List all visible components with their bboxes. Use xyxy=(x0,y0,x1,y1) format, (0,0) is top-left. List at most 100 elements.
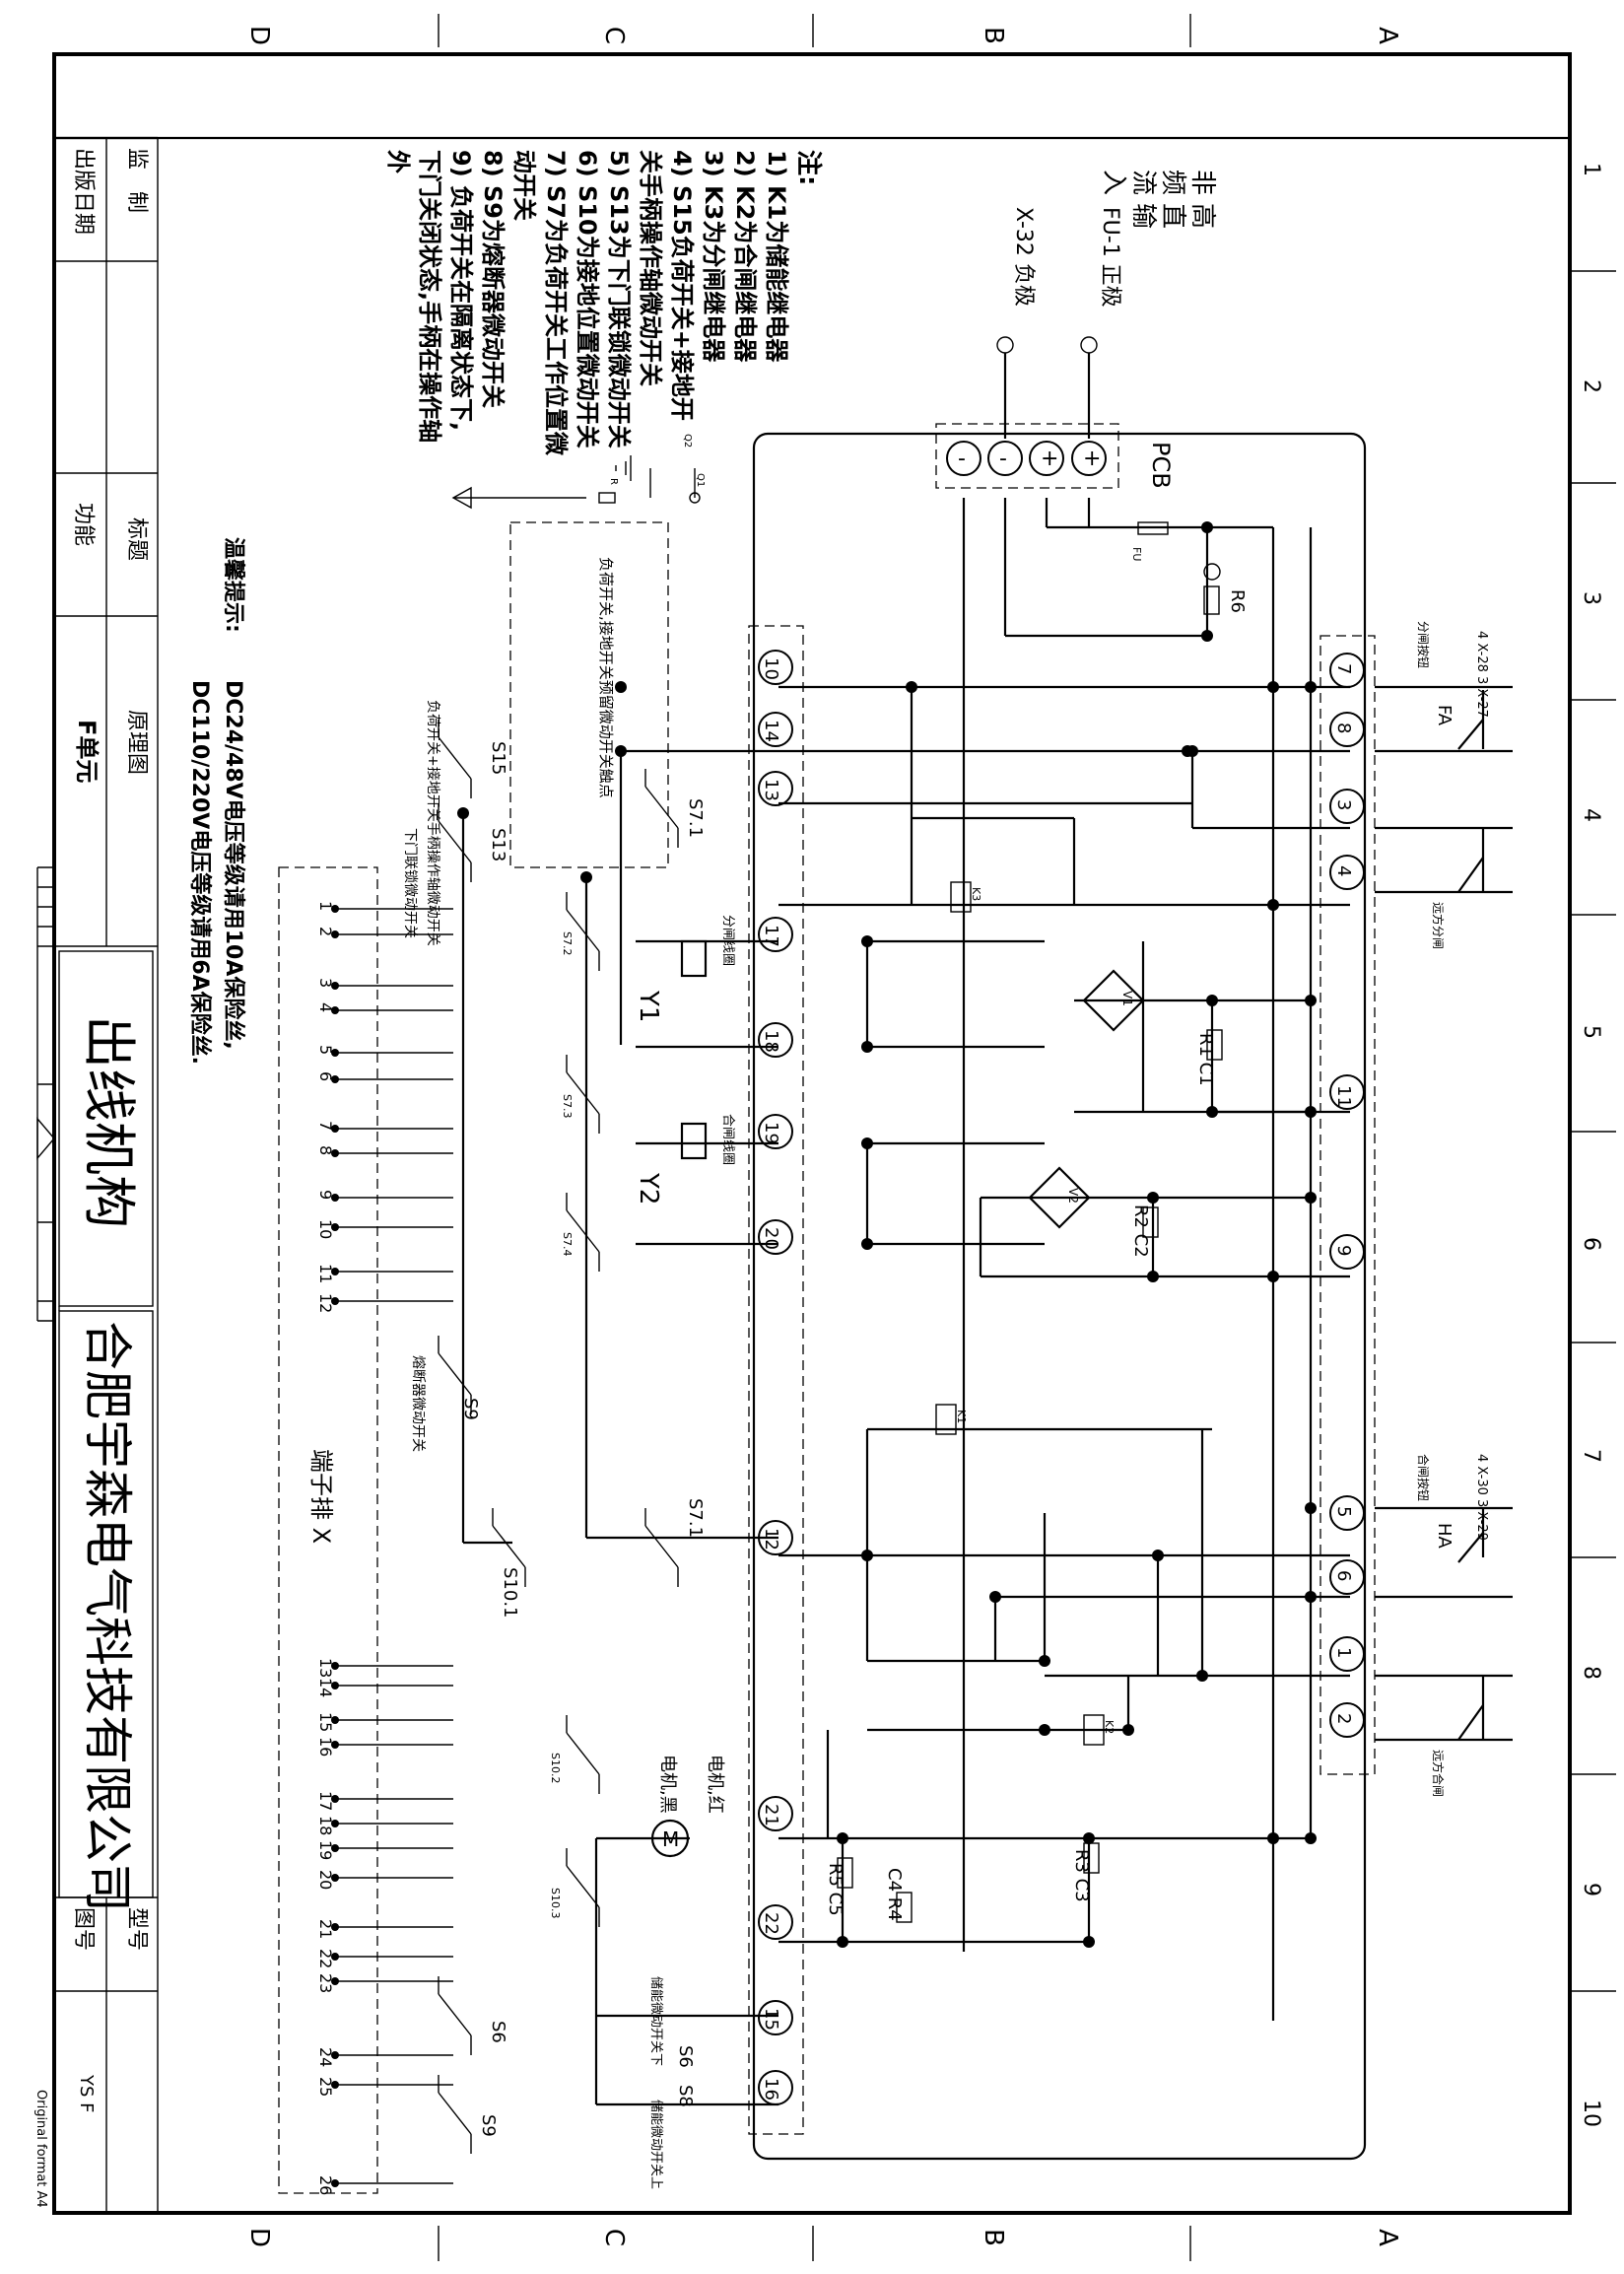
note-item-9: 8) S9为熔断器微动开关 xyxy=(479,150,507,408)
strip-terminal-label-22: 22 xyxy=(316,1949,335,1968)
strip-terminal-label-11: 11 xyxy=(316,1264,335,1283)
strip-terminal-label-23: 23 xyxy=(316,1973,335,1993)
inner-terminal-19: 19 xyxy=(758,1114,793,1149)
junction-dot xyxy=(861,935,873,947)
input-col-0: 非高 xyxy=(1187,170,1217,237)
zone-right-7: 7 xyxy=(1579,1449,1603,1463)
inner-terminal-label-15: 15 xyxy=(761,2008,781,2031)
note-item-1: 2) K2为合闸继电器 xyxy=(731,150,759,363)
junction-dots xyxy=(457,521,1317,1948)
junction-dot xyxy=(989,1591,1001,1603)
motor-symbol: M xyxy=(662,1827,679,1851)
r5-resistor xyxy=(837,1857,853,1889)
strip-terminal-label-25: 25 xyxy=(316,2077,335,2097)
s9b-label: S9 xyxy=(478,2114,499,2137)
pcb-pin-sign-1: - xyxy=(999,447,1007,471)
k2-label: K2 xyxy=(1103,1720,1116,1734)
title-label: 标题 xyxy=(124,517,149,561)
remote-close-label: 远方合闸 xyxy=(1431,1750,1446,1797)
motor-red-label: 电机,红 xyxy=(705,1755,725,1814)
note-item-6: 6) S10为接地位置微动开关 xyxy=(574,150,601,448)
junction-dot xyxy=(1206,1106,1218,1118)
outer-terminal-4: 4 xyxy=(1329,855,1365,890)
strip-terminal-1: 1 xyxy=(316,901,453,913)
junction-dot xyxy=(1039,1655,1050,1667)
strip-terminal-label-19: 19 xyxy=(316,1840,335,1860)
k3-label: K3 xyxy=(970,887,982,901)
q2-label: Q2 xyxy=(682,434,693,448)
r4-resistor xyxy=(896,1892,913,1923)
remote-close-symbol xyxy=(1375,685,1513,1742)
zone-bottom-b: B xyxy=(979,2229,1008,2246)
pcb-pin-sign-2: + xyxy=(1041,447,1058,471)
format-label: Original format A4 xyxy=(34,2090,48,2208)
note-item-8: 动开关 xyxy=(510,150,538,221)
outer-terminal-column xyxy=(1320,635,1376,1775)
strip-terminal-label-12: 12 xyxy=(316,1293,335,1313)
lamp-icon xyxy=(1203,563,1221,581)
zone-right-8: 8 xyxy=(1579,1666,1603,1680)
warning-title: 温馨提示: xyxy=(221,537,246,633)
r5c5-label: R5 C5 xyxy=(825,1863,846,1916)
strip-terminal-label-7: 7 xyxy=(316,1121,335,1131)
s8-label: S8 xyxy=(675,2085,696,2107)
strip-terminal-11: 11 xyxy=(316,1264,453,1283)
s6b-label: S6 xyxy=(675,2045,696,2068)
store-up-label: 储能微动开关上 xyxy=(648,2100,663,2189)
pcb-pin-2: + xyxy=(1029,441,1064,476)
junction-dot xyxy=(1182,745,1193,757)
strip-terminal-5: 5 xyxy=(316,1045,453,1057)
mechanism-title: 出线机构 xyxy=(78,1015,140,1228)
strip-terminal-4: 4 xyxy=(316,1002,453,1014)
junction-dot xyxy=(861,1041,873,1053)
drawing-kind: 原理图 xyxy=(124,710,149,775)
outer-terminal-2: 2 xyxy=(1329,1702,1365,1738)
outer-terminal-8: 8 xyxy=(1329,712,1365,747)
note-item-2: 3) K3为分闸继电器 xyxy=(700,150,727,363)
close-coil-label: 合闸线圈 xyxy=(720,1114,735,1165)
zone-bottom-d: D xyxy=(244,2228,274,2247)
plus-label: FU-1 正极 xyxy=(1098,207,1122,308)
strip-terminal-label-4: 4 xyxy=(316,1002,335,1012)
switch-contact-5 xyxy=(438,1336,472,1414)
note-item-0: 1) K1为储能继电器 xyxy=(763,150,790,363)
outer-terminal-label-7: 7 xyxy=(1333,663,1354,674)
outer-terminal-label-1: 1 xyxy=(1333,1647,1354,1658)
junction-dot xyxy=(1039,1724,1050,1736)
outer-terminal-11: 11 xyxy=(1329,1074,1365,1110)
strip-terminal-label-6: 6 xyxy=(316,1071,335,1081)
zone-right-1: 1 xyxy=(1579,163,1603,176)
title-block xyxy=(36,136,159,2214)
inner-terminal-column xyxy=(748,625,804,2135)
junction-dot xyxy=(861,1238,873,1250)
pcb-board-outline xyxy=(752,432,1367,2161)
input-col-3: 入 xyxy=(1099,170,1128,203)
s15-label: S15 xyxy=(488,741,508,775)
strip-terminal-label-21: 21 xyxy=(316,1919,335,1939)
ground-switch-symbol xyxy=(451,455,701,510)
plus-input-terminal xyxy=(1080,336,1098,354)
switch-contact-1 xyxy=(566,1055,600,1134)
pcb-label: PCB xyxy=(1147,442,1175,489)
input-col-2: 流输 xyxy=(1128,170,1158,237)
k2-relay xyxy=(1083,1714,1105,1746)
publish-date-label: 出版日期 xyxy=(71,148,96,235)
inner-terminal-10: 10 xyxy=(758,650,793,685)
ha-label: HA xyxy=(1434,1523,1455,1550)
zone-right-4: 4 xyxy=(1579,808,1603,822)
motor xyxy=(650,1819,690,1858)
switch-contact-3 xyxy=(566,1715,600,1794)
minus-label: X-32 负极 xyxy=(1011,207,1036,307)
strip-terminal-label-13: 13 xyxy=(316,1658,335,1678)
strip-terminal-label-1: 1 xyxy=(316,901,335,911)
outer-terminal-3: 3 xyxy=(1329,789,1365,824)
minus-input-terminal xyxy=(996,336,1014,354)
inner-terminal-17: 17 xyxy=(758,917,793,952)
switch-contact-10 xyxy=(644,1508,679,1587)
strip-terminal-3: 3 xyxy=(316,978,453,990)
strip-terminal-label-17: 17 xyxy=(316,1791,335,1811)
note-item-5: 5) S13为下门联锁微动开关 xyxy=(605,150,633,448)
outer-terminal-9: 9 xyxy=(1329,1234,1365,1270)
